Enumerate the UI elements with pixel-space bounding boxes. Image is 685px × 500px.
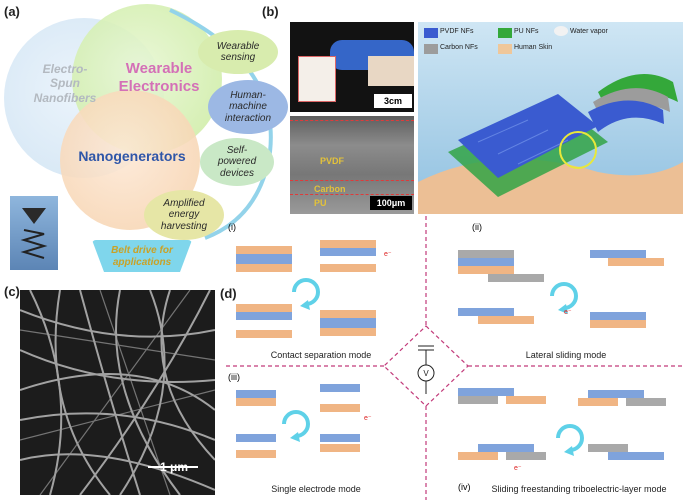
sub-label-iii: (iii) [228,372,240,382]
sub-label-iv: (iv) [458,482,471,492]
electron-iii: e⁻ [364,415,372,422]
cycle-arrow-i [292,278,320,310]
panel-label-a: (a) [4,4,20,19]
electron-iv: e⁻ [514,465,522,472]
cycle-arrow-iii [282,410,310,442]
legend-pu-swatch [498,28,512,38]
legend-skin: Human Skin [514,44,553,51]
panel-a: Electro- Spun Nanofibers Wearable Electr… [0,0,290,282]
caption-freestanding: Sliding freestanding triboelectric-layer… [491,484,667,494]
legend-carbon-swatch [424,44,438,54]
panel-label-c: (c) [4,284,20,299]
hand-photo: 3cm [290,22,414,112]
electrospun-label: Electro- Spun Nanofibers [33,62,97,105]
bubble-self-powered: Self- powered devices [200,138,274,186]
electron-ii: e⁻ [564,309,572,316]
cycle-arrow-ii [550,282,578,314]
legend-pvdf: PVDF NFs [440,28,474,35]
caption-contact: Contact separation mode [270,350,372,360]
legend-carbon: Carbon NFs [440,44,478,51]
sem-scale-bar [148,466,198,468]
legend-vapor: Water vapor [570,28,608,35]
photo-scale: 3cm [374,94,412,108]
sem-pvdf: PVDF [320,156,345,166]
center-meter: V [423,369,429,378]
sem-scale: 100μm [370,196,412,210]
mode-i: e⁻ [236,238,406,348]
bubble-wearable-sensing: Wearable sensing [198,30,278,74]
sem-carbon: Carbon [314,184,346,194]
panel-c: 1 μm [20,290,215,495]
cycle-arrow-iv [556,424,584,456]
mode-iii: e⁻ [236,382,406,474]
skin-schematic: PVDF NFs PU NFs Water vapor Carbon NFs H… [418,22,683,214]
legend-vapor-swatch [554,26,568,36]
legend-pvdf-swatch [424,28,438,38]
legend-skin-swatch [498,44,512,54]
divider-lines: V [226,216,685,500]
sem-scale-text: 1 μm [160,460,189,474]
legend-pu: PU NFs [514,28,539,35]
sem-pu: PU [314,198,327,208]
caption-single: Single electrode mode [271,484,361,494]
sub-label-ii: (ii) [472,222,482,232]
panel-label-d: (d) [220,286,237,301]
bubble-hmi: Human- machine interaction [208,80,288,134]
electron-i: e⁻ [384,251,392,258]
schematic-drawing [418,74,683,214]
panel-label-b: (b) [262,4,279,19]
sem-image: PVDF Carbon PU 100μm [290,116,414,214]
caption-lateral: Lateral sliding mode [525,350,607,360]
nanogen-label: Nanogenerators [78,148,186,164]
bubble-amplified: Amplified energy harvesting [144,190,224,240]
device-photo [10,196,58,270]
nanofiber-sem [20,290,215,495]
panel-d: V (i) e⁻ Contact separation mode (ii) [226,216,685,500]
mode-iv: e⁻ [458,378,678,476]
panel-b: 3cm PVDF Carbon PU 100μm PVDF NFs PU NFs… [290,22,685,214]
sub-label-i: (i) [228,222,236,232]
belt-drive-pill: Belt drive for applications [92,240,192,272]
mode-ii: e⁻ [458,238,678,348]
wearable-label: Wearable Electronics [118,60,200,95]
